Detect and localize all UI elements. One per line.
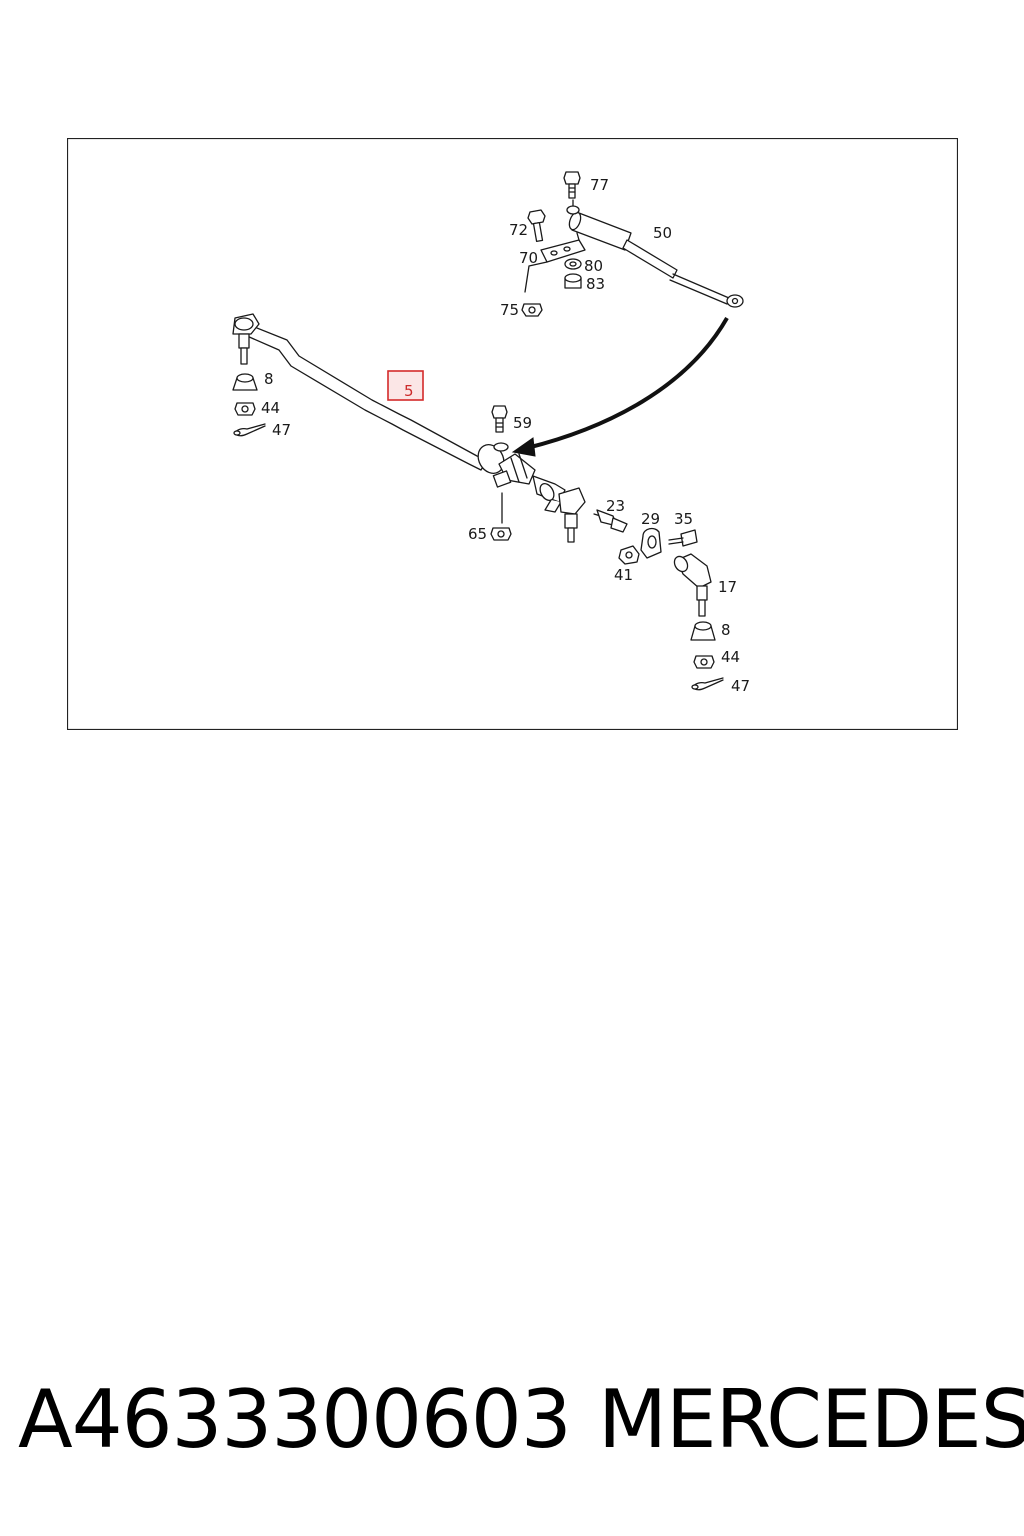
bolt-35-icon [668,529,698,547]
callout-35: 35 [674,510,693,528]
callout-77: 77 [590,176,609,194]
bracket-70-icon [540,232,586,263]
highlight-box [387,370,424,401]
parts-diagram: 77 72 50 70 80 83 75 8 44 47 5 59 65 23 … [67,138,958,730]
steering-damper [568,211,744,308]
bolt-77-icon [563,171,581,199]
bolt-59-icon [491,405,508,433]
callout-50: 50 [653,224,672,242]
callout-17: 17 [718,578,737,596]
nut-44-left-icon [234,402,256,416]
nut-41-icon [618,545,640,565]
diagram-border [67,138,958,730]
callout-8-left: 8 [264,370,274,388]
callout-23: 23 [606,497,625,515]
callout-8-right: 8 [721,621,731,639]
bushing-8-right-icon [690,621,716,641]
bushing-8-left-icon [232,373,258,391]
callout-44-right: 44 [721,648,740,666]
callout-47-left: 47 [272,421,291,439]
clamp-assembly [492,453,586,543]
mounting-arrow [511,317,729,457]
tie-rod [232,313,509,474]
nut-65-icon [490,527,512,541]
leader-line [524,261,548,293]
part-caption: A4633300603 MERCEDES [18,1370,1024,1470]
part-number: A4633300603 [18,1373,572,1466]
washer-icon [566,205,580,215]
clamp-29-icon [640,527,662,559]
diagram-canvas: 77 72 50 70 80 83 75 8 44 47 5 59 65 23 … [67,138,958,730]
nut-44-right-icon [693,655,715,669]
callout-75: 75 [500,301,519,319]
callout-80: 80 [584,257,603,275]
callout-72: 72 [509,221,528,239]
nut-75-icon [521,303,543,317]
callout-41: 41 [614,566,633,584]
bolt-23-icon [593,509,628,533]
callout-29: 29 [641,510,660,528]
bolt-72-icon [527,209,546,243]
ball-joint-17-icon [673,553,712,617]
callout-65: 65 [468,525,487,543]
brand-name: MERCEDES [598,1373,1024,1466]
callout-83: 83 [586,275,605,293]
callout-5[interactable]: 5 [404,382,414,400]
cotter-pin-47-left-icon [233,423,266,437]
callout-44-left: 44 [261,399,280,417]
callout-70: 70 [519,249,538,267]
callout-59: 59 [513,414,532,432]
callout-47-right: 47 [731,677,750,695]
cotter-pin-47-right-icon [691,677,724,691]
